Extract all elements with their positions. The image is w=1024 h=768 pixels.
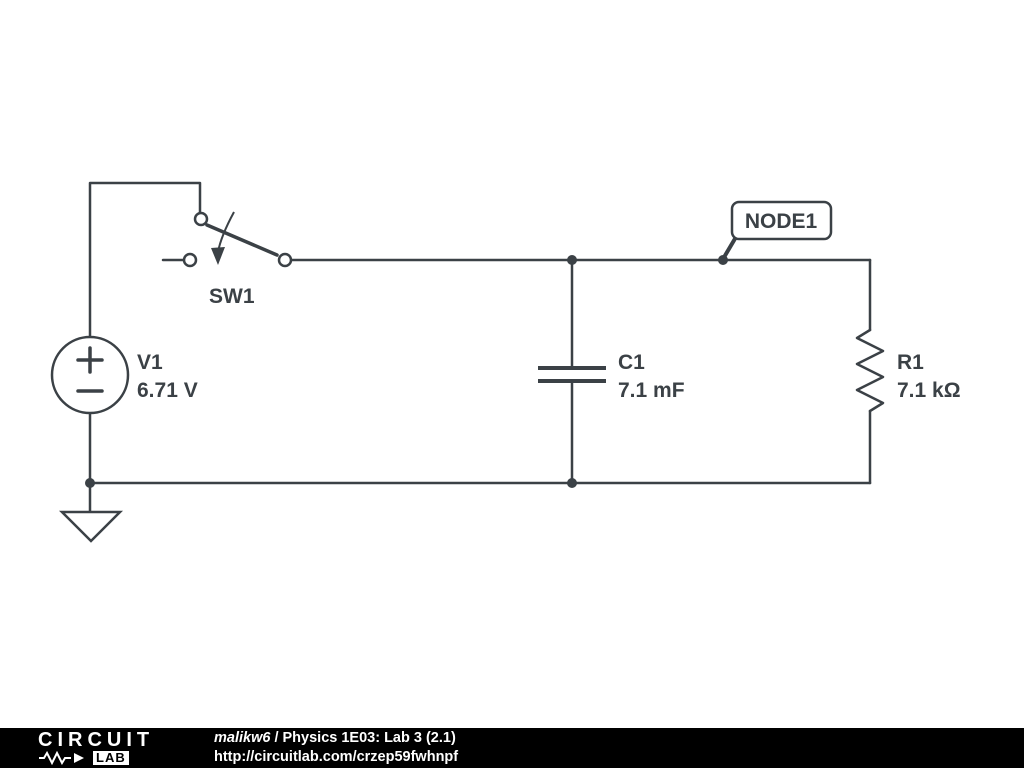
sw1-terminal-top [193, 211, 209, 227]
r1-value-label: 7.1 kΩ [897, 379, 961, 402]
logo-lab-badge: LAB [93, 750, 129, 765]
v1-ref-label: V1 [137, 351, 163, 374]
circuitlab-logo[interactable]: CIRCUIT LAB [0, 729, 180, 765]
v1-body [50, 335, 130, 415]
wire-v1-to-switch [88, 181, 202, 339]
component-sw1-switch[interactable]: SW1 [182, 211, 293, 308]
c1-ref-label: C1 [618, 351, 645, 374]
footer-bar: CIRCUIT LAB malikw6 / Physics 1E03: Lab … [0, 728, 1024, 768]
junction-dot [567, 478, 577, 488]
ground-symbol[interactable] [58, 510, 124, 543]
r1-zigzag [855, 328, 885, 413]
schematic-title: malikw6 / Physics 1E03: Lab 3 (2.1) [214, 729, 458, 748]
title-separator: / [270, 730, 283, 746]
junction-dot [567, 255, 577, 265]
node1-label: NODE1 [745, 210, 818, 233]
author-name: malikw6 [214, 730, 271, 746]
play-arrow-icon [74, 752, 84, 763]
junction-dot [85, 478, 95, 488]
v1-value-label: 6.71 V [137, 379, 198, 402]
component-r1-resistor[interactable]: R1 7.1 kΩ [855, 328, 961, 413]
circuit-schematic: V1 6.71 V SW1 C1 7.1 mF [50, 181, 961, 543]
sw1-arrowhead-icon [211, 247, 225, 265]
sw1-terminal-left [182, 252, 198, 268]
schematic-canvas: V1 6.71 V SW1 C1 7.1 mF [50, 181, 961, 543]
share-url-link[interactable]: http://circuitlab.com/crzep59fwhnpf [214, 749, 459, 765]
r1-ref-label: R1 [897, 351, 924, 374]
node1-pointer [721, 235, 738, 261]
v1-plus-sign [76, 346, 104, 374]
node1-box [730, 200, 833, 241]
node1-callout[interactable]: NODE1 [721, 200, 833, 261]
component-v1-voltage-source[interactable]: V1 6.71 V [50, 335, 198, 415]
logo-circuit-text: CIRCUIT [38, 729, 155, 751]
sw1-blade [205, 223, 279, 257]
sw1-terminal-right [277, 252, 293, 268]
resistor-zigzag-icon [39, 750, 84, 765]
ground-triangle [58, 510, 124, 543]
c1-value-label: 7.1 mF [618, 379, 685, 402]
title-text: Physics 1E03: Lab 3 (2.1) [282, 730, 456, 746]
sw1-ref-label: SW1 [209, 285, 255, 308]
component-c1-capacitor[interactable]: C1 7.1 mF [538, 351, 685, 402]
